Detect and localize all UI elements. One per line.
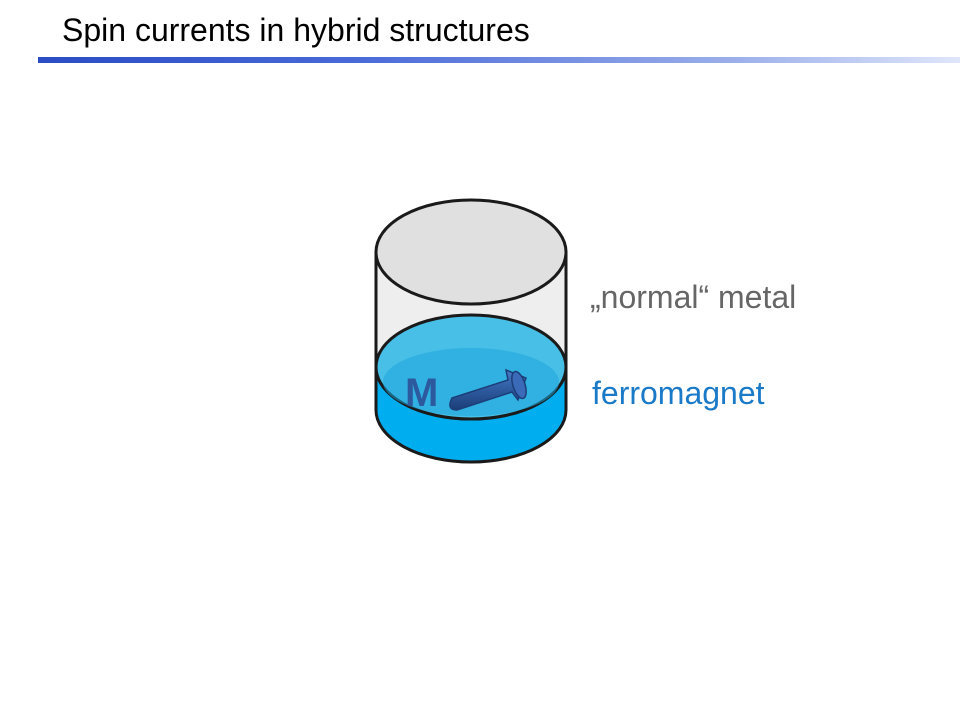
normal-metal-label: „normal“ metal bbox=[590, 279, 797, 315]
normal-metal-top-face bbox=[374, 198, 568, 306]
title-underline bbox=[38, 57, 960, 63]
magnetization-label: M bbox=[405, 371, 438, 415]
magnetization-arrow-icon bbox=[449, 368, 527, 411]
ferromagnet-label: ferromagnet bbox=[592, 375, 765, 411]
interface-face-shading bbox=[383, 348, 559, 416]
slide-title: Spin currents in hybrid structures bbox=[62, 12, 530, 48]
